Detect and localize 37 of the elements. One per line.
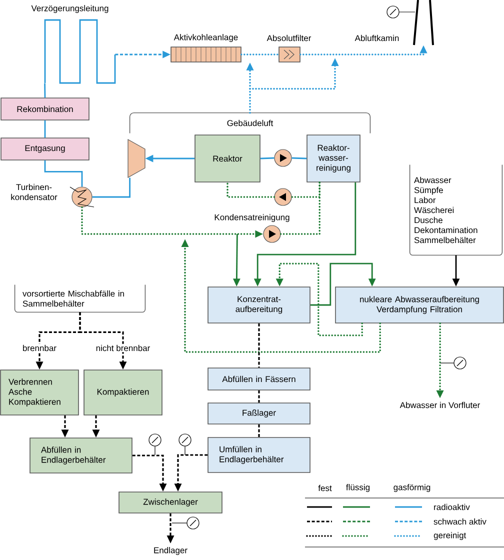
source-list: vorsortierte Mischabfälle in Sammelbehälter	[14, 284, 146, 313]
process-box: nukleare Abwasseraufbereitung Verdampfung Filtration	[335, 286, 504, 324]
legend-label: gereinigt	[434, 532, 466, 540]
unit-label: Turbinen- kondensator	[11, 184, 58, 200]
process-box: Rekombination	[0, 98, 90, 120]
process-box: Verbrennen Asche Kompaktieren	[0, 370, 79, 416]
edge-label: brennbar	[21, 344, 58, 352]
unit-label: Kondensatreinigung	[214, 214, 290, 222]
legend-label: radioaktiv	[434, 504, 470, 510]
process-box: Abfüllen in Endlagerbehälter	[30, 438, 132, 474]
process-box: Entgasung	[0, 138, 90, 160]
unit-label: Abluftkamin	[354, 34, 399, 42]
legend-label: schwach aktiv	[434, 518, 486, 525]
process-box: Abfüllen in Fässern	[208, 368, 310, 390]
bracket-label: Gebäudeluft	[129, 112, 371, 134]
process-box: Konzentrat- aufbereitung	[208, 286, 310, 324]
process-box: Umfüllen in Endlagerbehälter	[208, 437, 310, 473]
pump-symbol	[274, 188, 292, 206]
pipe-label: Verzögerungsleitung	[31, 5, 108, 13]
destination-label: Endlager	[154, 547, 188, 555]
column-header: flüssig	[346, 484, 370, 492]
edge-label: nicht brennbar	[94, 344, 152, 352]
pump-symbol	[274, 149, 292, 167]
process-box: Reaktor- wasser- reinigung	[306, 134, 360, 182]
arrow	[92, 178, 130, 198]
source-list: Abwasser Sümpfe Labor Wäscherei Dusche Dekontamination Sammelbehälter	[409, 164, 503, 256]
process-box: Kompaktieren	[84, 370, 162, 416]
column-header: gasförmig	[394, 484, 430, 492]
unit-label: Aktivkohleanlage	[174, 34, 238, 42]
arrow	[290, 182, 320, 198]
reactor-box: Reaktor	[194, 134, 260, 182]
arrow	[310, 262, 376, 306]
unit-label: Absolutfilter	[266, 34, 312, 42]
process-box: Zwischenlager	[118, 492, 222, 514]
process-box: Faßlager	[208, 402, 310, 424]
column-header: fest	[318, 484, 332, 492]
outlet-label: Abwasser in Vorfluter	[400, 402, 480, 408]
